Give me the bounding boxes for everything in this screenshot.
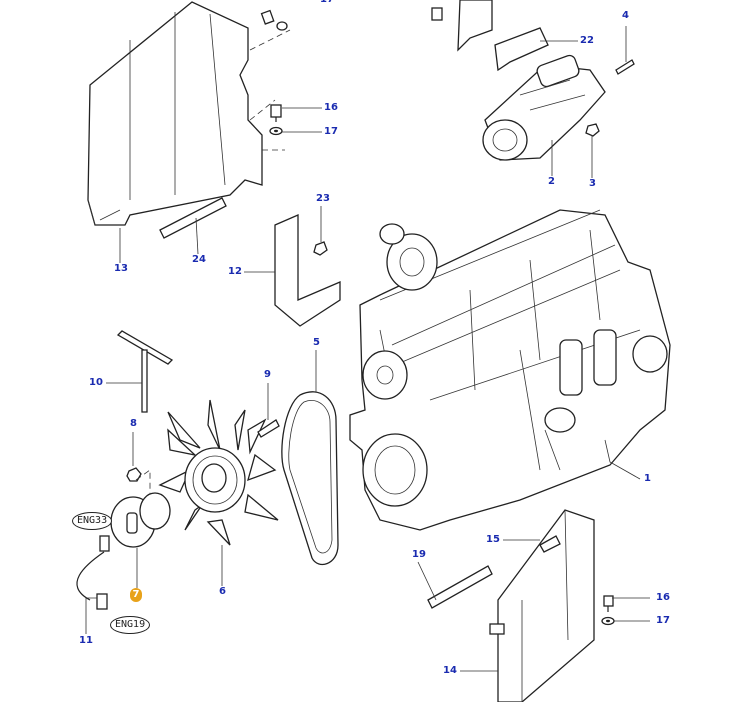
fan-clutch-part <box>110 492 171 548</box>
callout-16-lower: 16 <box>654 592 672 604</box>
callout-5: 5 <box>311 337 322 349</box>
callout-8: 8 <box>128 418 139 430</box>
callout-11: 11 <box>77 635 95 647</box>
seal-strip-part <box>159 197 227 239</box>
cooling-fan-part <box>158 399 279 546</box>
bolt-washer-lower <box>601 595 615 626</box>
bolt-washer-upper <box>260 9 288 136</box>
callout-17-top: 17 <box>318 0 336 6</box>
reference-tag-eng33: ENG33 <box>72 512 113 530</box>
callout-17-upper: 17 <box>322 126 340 138</box>
callout-15: 15 <box>484 534 502 546</box>
callout-23: 23 <box>314 193 332 205</box>
callout-16-upper: 16 <box>322 102 340 114</box>
callout-13: 13 <box>112 263 130 275</box>
callout-9: 9 <box>262 369 273 381</box>
fan-stud-part <box>257 419 280 438</box>
fan-shroud-part <box>87 1 291 226</box>
side-panel-part <box>489 509 595 703</box>
panel-clip-part <box>539 535 561 553</box>
callout-6: 6 <box>217 586 228 598</box>
callout-1: 1 <box>642 473 653 485</box>
callout-22: 22 <box>578 35 596 47</box>
callout-10: 10 <box>87 377 105 389</box>
mounting-bracket-part <box>431 0 549 72</box>
callout-17-lower: 17 <box>654 615 672 627</box>
reference-tag-eng19: ENG19 <box>110 616 151 634</box>
callout-14: 14 <box>441 665 459 677</box>
callout-19: 19 <box>410 549 428 561</box>
nut-part <box>585 123 600 137</box>
callout-4: 4 <box>620 10 631 22</box>
callout-7-highlighted: 7 <box>130 588 142 602</box>
callout-3: 3 <box>587 178 598 190</box>
callout-12: 12 <box>226 266 244 278</box>
lower-seal-strip-part <box>427 565 493 609</box>
stud-part <box>615 59 635 75</box>
callout-2: 2 <box>546 176 557 188</box>
starter-motor-part <box>482 54 606 161</box>
t-handle-tool-part <box>116 330 174 413</box>
drive-belt-part <box>281 391 339 566</box>
speed-sensor-part <box>76 535 110 610</box>
fan-nut-part <box>126 467 151 495</box>
support-bracket-part <box>274 214 341 327</box>
callout-24: 24 <box>190 254 208 266</box>
leader-lines <box>85 26 650 672</box>
engine-block-part <box>349 209 671 531</box>
